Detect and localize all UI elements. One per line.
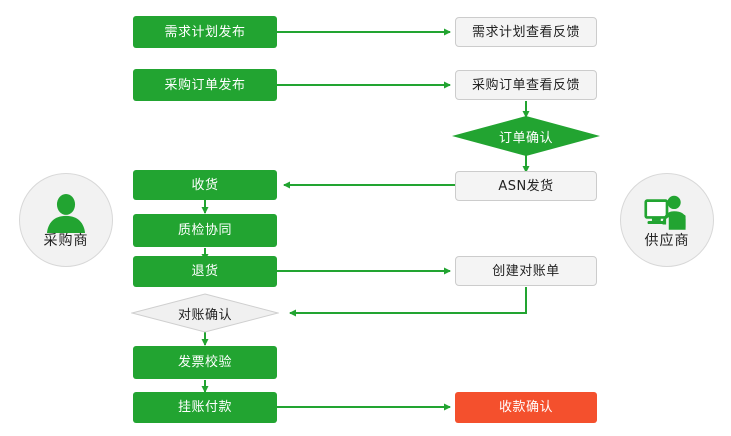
node-po-feedback[interactable]: 采购订单查看反馈 bbox=[455, 70, 597, 100]
person-at-computer-icon bbox=[644, 195, 686, 230]
node-demand-plan-publish[interactable]: 需求计划发布 bbox=[133, 16, 277, 48]
node-qc-collab[interactable]: 质检协同 bbox=[133, 214, 277, 247]
node-demand-plan-feedback[interactable]: 需求计划查看反馈 bbox=[455, 17, 597, 47]
node-create-statement[interactable]: 创建对账单 bbox=[455, 256, 597, 286]
node-payment-posting[interactable]: 挂账付款 bbox=[133, 392, 277, 423]
person-icon bbox=[46, 193, 86, 233]
node-po-publish[interactable]: 采购订单发布 bbox=[133, 69, 277, 101]
actor-supplier[interactable]: 供应商 bbox=[620, 173, 714, 267]
actor-buyer-label: 采购商 bbox=[43, 232, 89, 249]
node-statement-confirm[interactable]: 对账确认 bbox=[131, 293, 279, 333]
node-receive-goods[interactable]: 收货 bbox=[133, 170, 277, 200]
actor-supplier-label: 供应商 bbox=[644, 232, 690, 249]
node-asn-ship[interactable]: ASN发货 bbox=[455, 171, 597, 201]
actor-buyer[interactable]: 采购商 bbox=[19, 173, 113, 267]
edge-statement-to-confirm bbox=[289, 287, 527, 317]
node-order-confirm[interactable]: 订单确认 bbox=[452, 116, 600, 156]
node-return-goods[interactable]: 退货 bbox=[133, 256, 277, 287]
node-invoice-verify[interactable]: 发票校验 bbox=[133, 346, 277, 379]
node-receipt-confirm[interactable]: 收款确认 bbox=[455, 392, 597, 423]
